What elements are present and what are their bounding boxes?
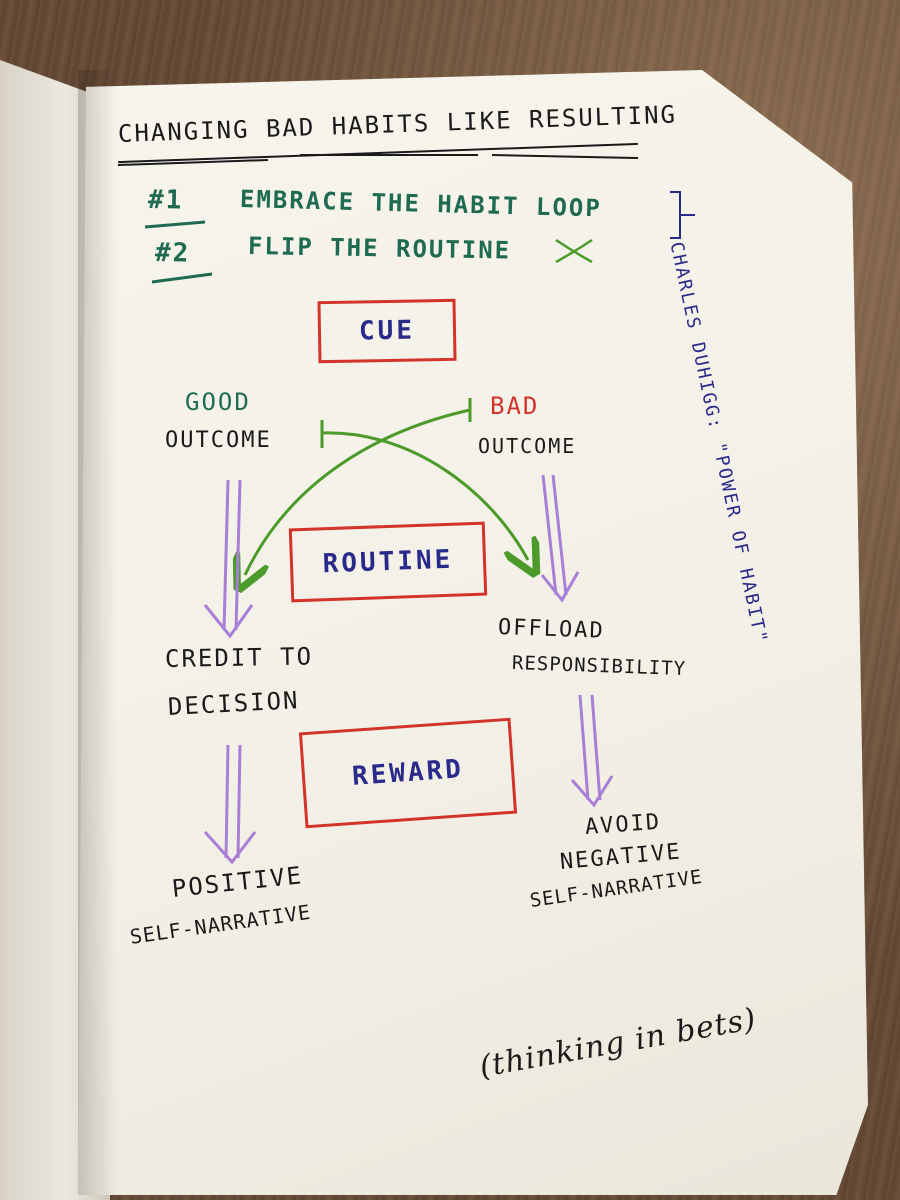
bad-outcome-label: OUTCOME	[478, 434, 577, 458]
bad-label: BAD	[490, 392, 540, 420]
purple-arrow-left-1	[203, 479, 254, 639]
notebook-page	[78, 70, 868, 1195]
side-bracket	[670, 191, 695, 239]
good-label: GOOD	[185, 388, 251, 416]
underline-step1	[144, 220, 206, 229]
purple-arrow-left-2	[203, 744, 257, 865]
good-outcome-label: OUTCOME	[165, 428, 272, 453]
swap-icon	[555, 238, 593, 264]
spine-shadow	[78, 70, 118, 1195]
underline-changing	[117, 159, 269, 166]
underline-step2	[151, 272, 213, 284]
purple-arrow-right-1	[540, 474, 580, 603]
underline-like-resulting	[491, 154, 639, 159]
purple-arrow-right-2	[570, 694, 614, 808]
green-arrow-bad-to-left	[245, 408, 471, 575]
green-arrow-good-to-right	[321, 431, 528, 560]
